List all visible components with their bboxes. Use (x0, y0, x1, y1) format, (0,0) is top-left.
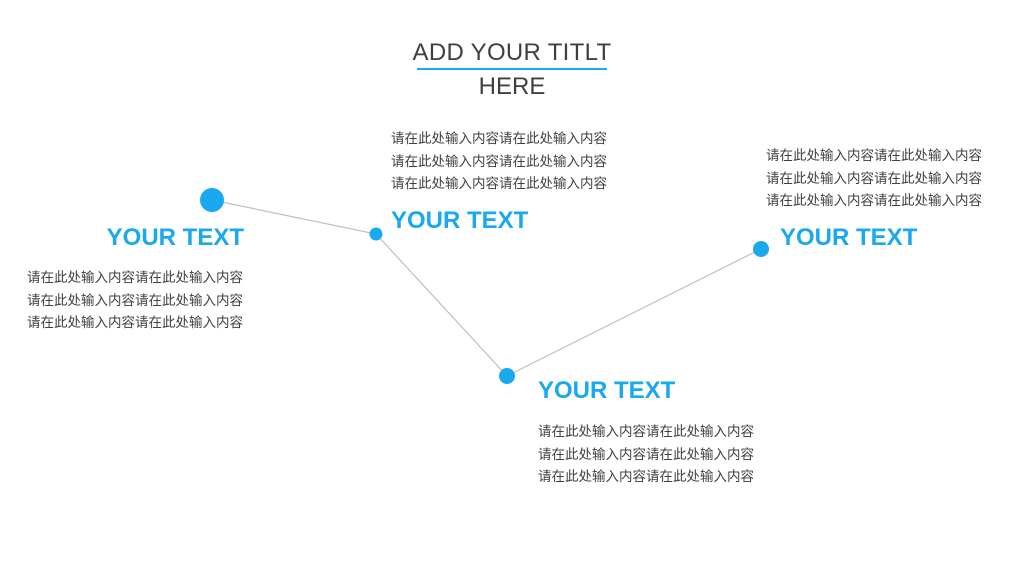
node-3-body: 请在此处输入内容请在此处输入内容 请在此处输入内容请在此处输入内容 请在此处输入… (538, 421, 754, 489)
node-2-body-line: 请在此处输入内容请在此处输入内容 (391, 131, 607, 146)
node-1-heading: YOUR TEXT (106, 224, 244, 251)
node-3-body-line: 请在此处输入内容请在此处输入内容 (538, 446, 754, 462)
node-4-body: 请在此处输入内容请在此处输入内容 请在此处输入内容请在此处输入内容 请在此处输入… (766, 145, 982, 213)
node-dot-3 (499, 368, 515, 384)
node-4-body-line: 请在此处输入内容请在此处输入内容 (766, 170, 982, 186)
node-4-heading: YOUR TEXT (780, 224, 918, 251)
node-2-heading: YOUR TEXT (391, 207, 529, 234)
slide-title: ADD YOUR TITLT (412, 39, 612, 66)
node-dot-2 (369, 227, 383, 241)
node-2-body-line: 请在此处输入内容请在此处输入内容 (391, 176, 607, 191)
node-4-body-line: 请在此处输入内容请在此处输入内容 (766, 193, 982, 208)
node-2-body-line: 请在此处输入内容请在此处输入内容 (391, 153, 607, 169)
node-2-body: 请在此处输入内容请在此处输入内容 请在此处输入内容请在此处输入内容 请在此处输入… (391, 128, 607, 196)
node-3-heading: YOUR TEXT (538, 377, 676, 404)
title-underline (417, 68, 607, 70)
node-dot-1 (200, 188, 224, 212)
node-dot-4 (753, 241, 769, 257)
node-3-body-line: 请在此处输入内容请在此处输入内容 (538, 424, 754, 439)
connector-line (211, 199, 762, 377)
node-3-body-line: 请在此处输入内容请在此处输入内容 (538, 469, 754, 484)
slide-title-line2: HERE (478, 73, 546, 100)
node-4-body-line: 请在此处输入内容请在此处输入内容 (766, 148, 982, 163)
node-1-body: 请在此处输入内容请在此处输入内容请在此处输入内容请在此处输入内容请在此处输入内容… (27, 270, 243, 330)
